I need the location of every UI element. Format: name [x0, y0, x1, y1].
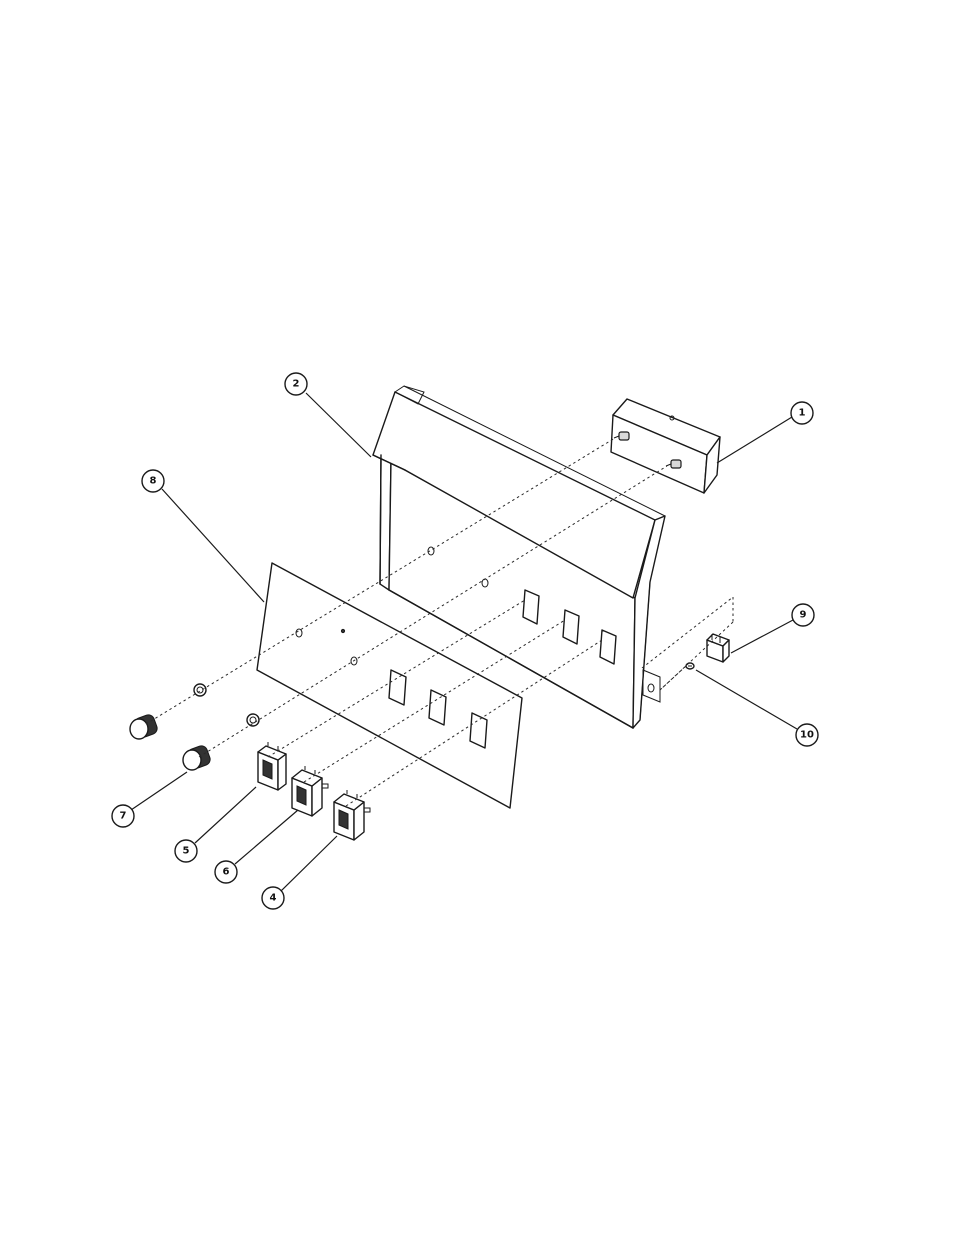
callout-9-label: 9	[800, 610, 807, 621]
callout-10-label: 10	[800, 730, 814, 741]
rocker-switch-6	[292, 766, 328, 816]
callout-1-label: 1	[799, 408, 806, 419]
callout-10: 10	[796, 724, 818, 746]
callout-1: 1	[791, 402, 813, 424]
rocker-switch-4	[334, 790, 370, 840]
callout-8-label: 8	[150, 476, 157, 487]
callout-2-label: 2	[293, 379, 300, 390]
callout-4: 4	[262, 887, 284, 909]
knob-upper	[130, 713, 159, 739]
callout-7-label: 7	[120, 811, 127, 822]
callout-5-label: 5	[183, 846, 190, 857]
callout-9: 9	[792, 604, 814, 626]
callout-6-label: 6	[223, 867, 230, 878]
rocker-switch-5	[258, 742, 286, 790]
nut-lower	[247, 714, 259, 726]
callout-6: 6	[215, 861, 237, 883]
callout-7: 7	[112, 805, 134, 827]
callout-2: 2	[285, 373, 307, 395]
callout-4-label: 4	[270, 893, 277, 904]
screw-10	[686, 663, 694, 669]
nut-upper	[194, 684, 206, 696]
enclosure-box	[611, 399, 720, 493]
small-switch-9	[707, 634, 729, 662]
callout-5: 5	[175, 840, 197, 862]
knob-lower	[183, 744, 212, 770]
callout-8: 8	[142, 470, 164, 492]
